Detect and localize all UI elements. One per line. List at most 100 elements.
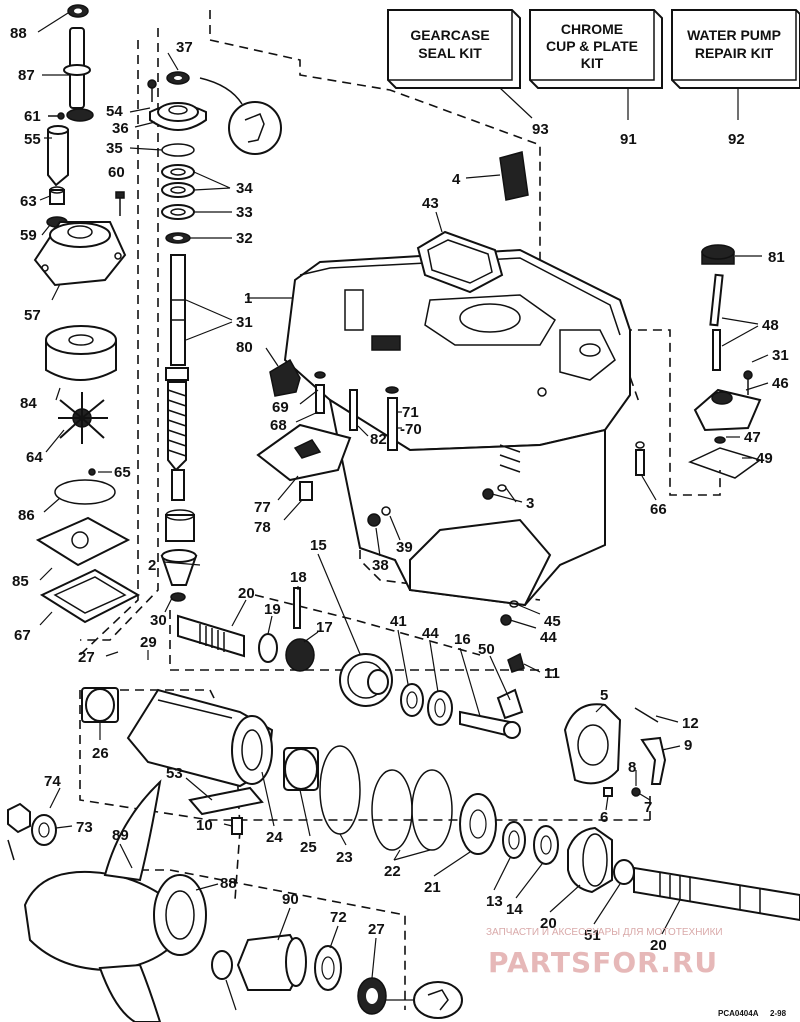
callout-76: 77 — [254, 499, 271, 516]
callout-38: 36 — [112, 120, 129, 137]
callout-59: 57 — [24, 307, 41, 324]
propshaft-parts — [7, 687, 800, 1022]
water-pump-repair-kit-box: WATER PUMP REPAIR KIT — [671, 9, 800, 89]
lubricant-icon — [199, 77, 282, 155]
callout-41: 38 — [372, 557, 389, 574]
callout-12: 12 — [682, 715, 699, 732]
callout-33: 31 — [236, 314, 253, 331]
callout-43: 41 — [390, 613, 407, 630]
callout-68: 68 — [270, 417, 287, 434]
callout-93: 93 — [532, 121, 549, 138]
callout-48: 46 — [772, 375, 789, 392]
callout-3: 3 — [526, 495, 534, 512]
callout-34: 32 — [236, 230, 253, 247]
gear-parts — [177, 587, 667, 797]
callout-54: 54 — [106, 103, 123, 120]
callout-23: 22 — [384, 863, 401, 880]
callout-89: 90 — [282, 891, 299, 908]
callout-20b: 20 — [650, 937, 667, 954]
callout-86: 88 — [10, 25, 27, 42]
callout-2: 2 — [148, 557, 156, 574]
callout-64: 64 — [26, 449, 43, 466]
watermark-tagline: ЗАПЧАСТИ И АКСЕССУАРЫ ДЛЯ МОТОТЕХНИКИ — [486, 927, 723, 938]
kit-label: WATER PUMP — [687, 27, 781, 43]
callout-16: 16 — [454, 631, 471, 648]
callout-13: 13 — [486, 893, 503, 910]
callout-52: 50 — [478, 641, 495, 658]
kit-label: KIT — [581, 55, 604, 71]
callout-44: 43 — [422, 195, 439, 212]
callout-9: 9 — [684, 737, 692, 754]
kit-leaders — [499, 87, 739, 120]
drawing-code: PCA0404A — [718, 1009, 759, 1018]
callout-30: 29 — [140, 634, 157, 651]
callout-60: 59 — [20, 227, 37, 244]
callout-8: 8 — [628, 759, 636, 776]
callout-24: 23 — [336, 849, 353, 866]
callout-79: 80 — [236, 339, 253, 356]
callout-22: 21 — [424, 879, 441, 896]
callout-39: 37 — [176, 39, 193, 56]
callout-21: 20 — [540, 915, 557, 932]
callout-77: 78 — [254, 519, 271, 536]
kit-label: REPAIR KIT — [695, 45, 774, 61]
callout-35: 33 — [236, 204, 253, 221]
upper-parts — [33, 4, 141, 624]
callout-4: 4 — [452, 171, 461, 188]
callout-31: 30 — [150, 612, 167, 629]
callout-49: 47 — [744, 429, 761, 446]
callout-20: 20 — [238, 585, 255, 602]
leader-lines — [37, 12, 769, 1011]
callout-74: 74 — [44, 773, 61, 790]
callout-62: 60 — [108, 164, 125, 181]
callout-14: 14 — [506, 901, 523, 918]
callout-32: 31 — [772, 347, 789, 364]
watermark-brand: PARTSFOR.RU — [488, 946, 718, 979]
gearcase-seal-kit-box: GEARCASE SEAL KIT — [387, 9, 521, 89]
callout-81: 82 — [370, 431, 387, 448]
drawing-date: 2-98 — [770, 1009, 787, 1018]
callout-72: 72 — [330, 909, 347, 926]
callout-17: 17 — [316, 619, 333, 636]
lubricant-icon — [386, 981, 463, 1019]
callout-84: 86 — [18, 507, 35, 524]
callout-80: 84 — [20, 395, 37, 412]
callout-6: 6 — [600, 809, 608, 826]
chrome-cup-plate-kit-box: CHROME CUP & PLATE KIT — [529, 9, 663, 89]
callout-10: 10 — [196, 817, 213, 834]
callout-1: 1 — [244, 290, 252, 307]
callout-78: 81 — [768, 249, 785, 266]
kit-label: CUP & PLATE — [546, 38, 638, 54]
callout-15: 15 — [310, 537, 327, 554]
drive-shaft-parts — [147, 71, 207, 602]
callout-70: -70 — [400, 421, 422, 438]
kit-label: CHROME — [561, 21, 623, 37]
callout-57: 55 — [24, 131, 41, 148]
callout-47: 45 — [544, 613, 561, 630]
callout-28: 27 — [368, 921, 385, 938]
callout-19: 19 — [264, 601, 281, 618]
callout-92: 92 — [728, 131, 745, 148]
callout-5: 5 — [600, 687, 608, 704]
callout-53: 51 — [584, 927, 601, 944]
callout-37: 35 — [106, 140, 123, 157]
gearcase-housing — [283, 248, 631, 607]
kit-label: GEARCASE — [410, 27, 489, 43]
callout-73: 73 — [76, 819, 93, 836]
callout-63: 63 — [20, 193, 37, 210]
callout-67: 67 — [14, 627, 31, 644]
callout-46: 44 — [540, 629, 557, 646]
callout-36: 34 — [236, 180, 253, 197]
callout-50: 48 — [762, 317, 779, 334]
callout-66: 66 — [650, 501, 667, 518]
callout-88: 89 — [112, 827, 129, 844]
callout-82: 85 — [12, 573, 29, 590]
callout-26: 25 — [300, 839, 317, 856]
callout-65: 65 — [114, 464, 131, 481]
callout-29: 27 — [78, 649, 95, 666]
callout-61: 61 — [24, 108, 41, 125]
callout-55: 53 — [166, 765, 183, 782]
callout-numbers: 88 87 61 55 63 59 57 84 64 65 86 85 67 6… — [10, 25, 789, 954]
callout-45: 44 — [422, 625, 439, 642]
